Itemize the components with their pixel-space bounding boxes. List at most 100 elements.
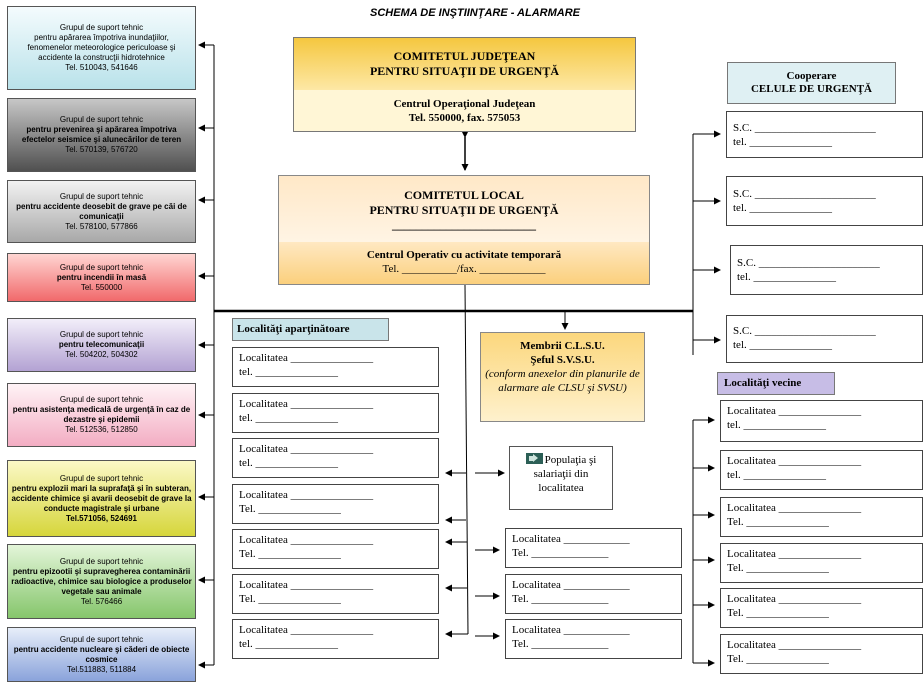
localitate-box: Localitatea _______________ tel. _______… — [232, 438, 439, 478]
localitate-name: Localitatea _______________ — [727, 405, 862, 417]
support-group-purpose: pentru accidente nucleare şi căderi de o… — [13, 644, 190, 664]
county-operational-center: Centrul Operaţional Judeţean — [393, 97, 536, 110]
support-group-purpose: pentru incendii în masă — [56, 272, 147, 282]
support-group-phone: Tel.511883, 511884 — [66, 664, 137, 674]
clsu-members-box: Membrii C.L.S.U. Şeful S.V.S.U. (conform… — [480, 332, 645, 422]
county-committee-title-2: PENTRU SITUAŢII DE URGENŢĂ — [369, 64, 560, 78]
localitate-name: Localitatea _______________ — [239, 352, 374, 364]
sc-phone: tel. _______________ — [733, 339, 832, 351]
local-committee-blank: ________________________ — [392, 218, 536, 232]
support-group-label: Grupul de suport tehnic — [59, 330, 144, 339]
sc-box: S.C. ______________________ tel. _______… — [726, 315, 923, 363]
population-box: Populaţia şi salariaţii din localitatea — [509, 446, 613, 510]
localitate-name: Localitatea _______________ — [239, 579, 374, 591]
localitate-phone: Tel. ______________ — [512, 593, 609, 605]
localitate-phone: Tel. _______________ — [727, 516, 829, 528]
loudspeaker-icon — [525, 453, 543, 464]
localitate-phone: tel. _______________ — [239, 638, 338, 650]
support-group-floods: Grupul de suport tehnic pentru apărarea … — [7, 6, 196, 90]
support-group-label: Grupul de suport tehnic — [59, 556, 144, 566]
localitate-box: Localitatea _______________ Tel. _______… — [720, 634, 923, 674]
support-group-nuclear: Grupul de suport tehnic pentru accidente… — [7, 627, 196, 682]
localitate-name: Localitatea ____________ — [512, 579, 630, 591]
localitate-box: Localitatea ____________ Tel. __________… — [505, 619, 682, 659]
localitate-box: Localitatea _______________ tel. _______… — [232, 619, 439, 659]
support-group-phone: Tel. 512536, 512850 — [65, 425, 138, 434]
header-cooperare-line2: CELULE DE URGENŢĂ — [750, 83, 873, 95]
header-cooperare-line1: Cooperare — [786, 70, 837, 82]
support-group-purpose: pentru accidente deosebit de grave pe că… — [16, 201, 187, 221]
local-committee-box: COMITETUL LOCAL PENTRU SITUAŢII DE URGEN… — [278, 175, 650, 285]
local-committee-title-2: PENTRU SITUAŢII DE URGENŢĂ — [369, 203, 559, 217]
localitate-phone: Tel. _______________ — [239, 593, 341, 605]
localitate-phone: tel. _______________ — [727, 419, 826, 431]
clsu-members-title: Membrii C.L.S.U. — [520, 340, 605, 352]
support-group-phone: Tel. 576466 — [80, 596, 123, 606]
header-localitati-vecine: Localităţi vecine — [717, 372, 835, 395]
sc-name: S.C. ______________________ — [733, 325, 876, 337]
localitate-phone: tel. _______________ — [727, 469, 826, 481]
sc-box: S.C. ______________________ tel. _______… — [730, 245, 923, 295]
local-committee-title-1: COMITETUL LOCAL — [404, 188, 524, 202]
localitate-name: Localitatea _______________ — [239, 398, 374, 410]
localitate-phone: tel. _______________ — [239, 412, 338, 424]
localitate-phone: Tel. _______________ — [727, 607, 829, 619]
support-group-phone: Tel. 550000 — [80, 282, 123, 292]
sc-phone: tel. _______________ — [737, 271, 836, 283]
support-group-label: Grupul de suport tehnic — [59, 473, 144, 483]
localitate-phone: Tel. _______________ — [239, 503, 341, 515]
localitate-box: Localitatea ____________ Tel. __________… — [505, 574, 682, 614]
localitate-box: Localitatea _______________ tel. _______… — [720, 400, 923, 442]
localitate-box: Localitatea _______________ tel. _______… — [232, 347, 439, 387]
localitate-phone: Tel. ______________ — [512, 638, 609, 650]
localitate-box: Localitatea _______________ tel. _______… — [720, 450, 923, 490]
support-group-purpose: pentru explozii mari la suprafaţă şi în … — [11, 483, 192, 513]
localitate-box: Localitatea _______________ Tel. _______… — [232, 484, 439, 524]
localitate-box: Localitatea _______________ Tel. _______… — [720, 497, 923, 537]
support-group-fires: Grupul de suport tehnic pentru incendii … — [7, 253, 196, 302]
localitate-name: Localitatea _______________ — [239, 443, 374, 455]
localitate-box: Localitatea _______________ Tel. _______… — [720, 588, 923, 628]
localitate-name: Localitatea _______________ — [239, 624, 374, 636]
localitate-phone: Tel. _______________ — [239, 548, 341, 560]
localitate-box: Localitatea _______________ tel. _______… — [232, 393, 439, 433]
localitate-name: Localitatea _______________ — [727, 593, 862, 605]
localitate-name: Localitatea _______________ — [727, 548, 862, 560]
support-group-label: Grupul de suport tehnic — [59, 634, 144, 644]
localitate-name: Localitatea ____________ — [512, 533, 630, 545]
population-label: Populaţia şi salariaţii din localitatea — [533, 454, 597, 494]
support-group-epizootics: Grupul de suport tehnic pentru epizootii… — [7, 544, 196, 619]
support-group-roads: Grupul de suport tehnic pentru accidente… — [7, 180, 196, 243]
localitate-box: Localitatea _______________ Tel. _______… — [720, 543, 923, 583]
sc-box: S.C. ______________________ tel. _______… — [726, 111, 923, 158]
support-group-purpose: pentru apărarea împotriva inundaţiilor, … — [27, 33, 176, 62]
support-group-explosions: Grupul de suport tehnic pentru explozii … — [7, 460, 196, 537]
support-group-label: Grupul de suport tehnic — [59, 115, 144, 124]
svsu-chief-title: Şeful S.V.S.U. — [530, 354, 595, 366]
sc-phone: tel. _______________ — [733, 136, 832, 148]
localitate-name: Localitatea _______________ — [727, 502, 862, 514]
support-group-purpose: pentru epizootii şi supravegherea contam… — [11, 566, 192, 596]
support-group-label: Grupul de suport tehnic — [59, 395, 144, 404]
support-group-purpose: pentru prevenirea şi apărarea împotriva … — [21, 125, 182, 144]
localitate-phone: Tel. _______________ — [727, 562, 829, 574]
localitate-name: Localitatea ____________ — [512, 624, 630, 636]
support-group-telecom: Grupul de suport tehnic pentru telecomun… — [7, 318, 196, 372]
localitate-box: Localitatea _______________ Tel. _______… — [232, 574, 439, 614]
clsu-members-note: (conform anexelor din planurile de alarm… — [485, 368, 640, 394]
local-phone-fax: Tel. __________/fax. ____________ — [382, 263, 546, 275]
support-group-medical: Grupul de suport tehnic pentru asistenţa… — [7, 383, 196, 447]
localitate-name: Localitatea _______________ — [727, 639, 862, 651]
header-localitati-apartinatoare: Localităţi aparţinătoare — [232, 318, 389, 341]
diagram-title: SCHEMA DE INŞTIINŢARE - ALARMARE — [369, 7, 580, 19]
localitate-phone: tel. _______________ — [239, 366, 338, 378]
localitate-phone: Tel. ______________ — [512, 547, 609, 559]
support-group-label: Grupul de suport tehnic — [59, 191, 144, 201]
local-operative-center: Centrul Operativ cu activitate temporară — [366, 249, 562, 261]
support-group-phone: Tel.571056, 524691 — [65, 513, 138, 523]
localitate-name: Localitatea _______________ — [239, 534, 374, 546]
county-committee-title-1: COMITETUL JUDEŢEAN — [393, 49, 536, 63]
support-group-label: Grupul de suport tehnic — [59, 23, 144, 32]
support-group-phone: Tel. 510043, 541646 — [65, 63, 138, 72]
